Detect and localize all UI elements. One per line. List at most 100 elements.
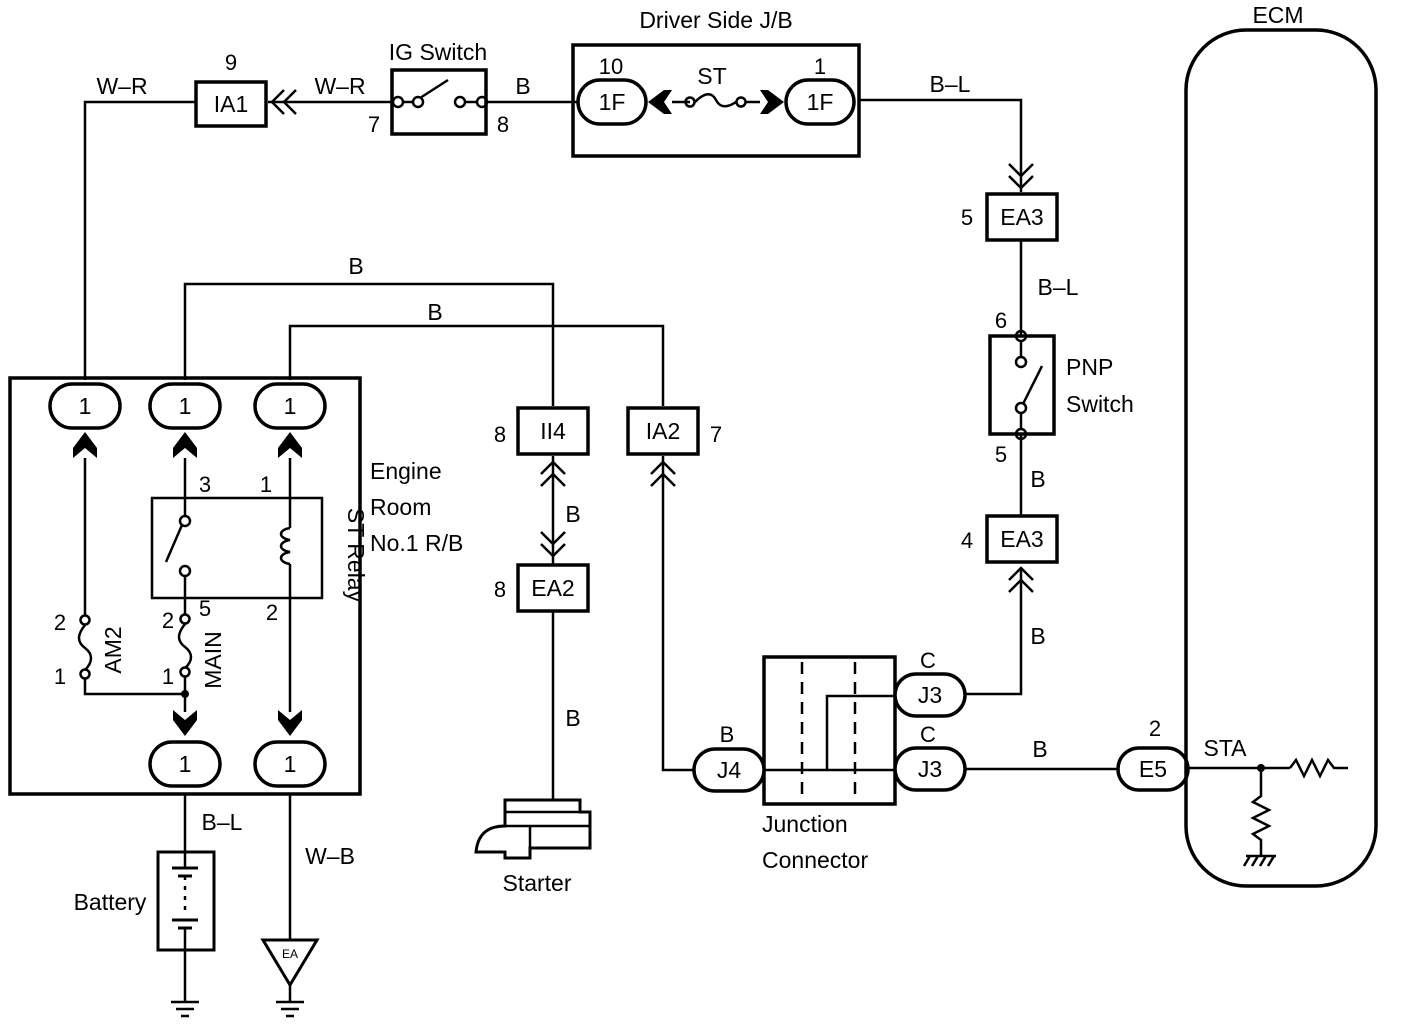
wire-ia2-j4: [661, 456, 695, 772]
rb-arrow-2-icon: [173, 432, 197, 458]
driver-jb-title: Driver Side J/B: [639, 7, 792, 33]
rb-arrow-3-icon: [278, 432, 302, 458]
pin-jb-right: 1: [814, 54, 826, 79]
svg-text:EA3: EA3: [1000, 526, 1043, 552]
ia2-double-arrow-icon: [650, 460, 676, 487]
connector-rb-top-3: [253, 382, 327, 430]
connector-ia1-group: IA1 9: [194, 50, 297, 128]
label-bl-battery: B–L: [202, 809, 243, 835]
starter-icon: [474, 798, 592, 860]
connector-1f-right: [784, 78, 856, 126]
svg-text:J3: J3: [918, 756, 942, 782]
engine-room-rb: Engine Room No.1 R/B 1 1 1 2 1 AM2 ST Re…: [8, 376, 463, 796]
svg-text:1F: 1F: [807, 89, 834, 115]
svg-text:EA2: EA2: [531, 575, 574, 601]
connector-rb-top-1: [48, 382, 122, 430]
ii4-double-arrow-icon: [540, 460, 566, 487]
ea3-top-double-arrow-icon: [1008, 163, 1034, 190]
ig-switch: IG Switch 7 8: [368, 39, 509, 137]
battery-ground-icon: [171, 1000, 199, 1018]
starter-label: Starter: [502, 870, 571, 896]
ecm-sta-label: STA: [1203, 735, 1247, 761]
pin-ig-out: 8: [497, 112, 509, 137]
label-b-ea3-j3: B: [1030, 623, 1045, 649]
junction-label-2: Connector: [762, 847, 868, 873]
label-b-j3-e5: B: [1032, 736, 1047, 762]
pin-ia2: 7: [710, 422, 722, 447]
ground-ea-label: EA: [282, 947, 298, 961]
pnp-contact-icon: [1021, 365, 1044, 405]
svg-text:II4: II4: [540, 418, 566, 444]
pin-j3-bot-c: C: [920, 722, 936, 747]
ecm-resistor-h-icon: [1289, 757, 1348, 779]
label-b-top-2: B: [427, 299, 442, 325]
svg-text:1: 1: [284, 751, 297, 777]
pin-ea2: 8: [494, 577, 506, 602]
svg-text:1: 1: [179, 393, 192, 419]
driver-side-jb: Driver Side J/B 10 1 1F 1F ST: [571, 7, 861, 158]
connector-1f-left: [576, 78, 648, 126]
label-bl-ea3-pnp: B–L: [1038, 274, 1079, 300]
battery: Battery B–L: [74, 809, 243, 1018]
junction-label-1: Junction: [762, 811, 848, 837]
starter: Starter: [474, 798, 592, 896]
pin-main-5: 5: [199, 596, 211, 621]
connector-ea2: [516, 563, 590, 613]
wire-wr-left: [83, 100, 196, 380]
rb-arrow-1-icon: [73, 432, 97, 458]
wire-b-top-1: [183, 282, 555, 406]
connector-ea3-bottom: [985, 514, 1059, 564]
connector-j4: [692, 747, 766, 793]
pin-e5: 2: [1149, 716, 1161, 741]
fuse-st-icon: [694, 93, 737, 108]
svg-text:J3: J3: [918, 682, 942, 708]
jb-right-arrow-icon: [760, 90, 784, 114]
junction-bus-icon: [764, 694, 895, 772]
connector-ea3-top-group: EA3 5: [961, 163, 1059, 242]
svg-text:IA2: IA2: [646, 418, 681, 444]
ia1-double-arrow-icon: [270, 89, 297, 115]
engine-room-label-3: No.1 R/B: [370, 530, 463, 556]
pin-ia1: 9: [225, 50, 237, 75]
label-bl-jb-ea3: B–L: [930, 71, 971, 97]
connector-j3-top: [893, 672, 967, 718]
connector-e5-group: E5 2: [1116, 716, 1190, 792]
svg-text:J4: J4: [717, 757, 742, 783]
pin-ig-in: 7: [368, 112, 380, 137]
connector-ea3-top: [985, 192, 1059, 242]
pin-j4-b: B: [720, 722, 735, 747]
label-wr-left: W–R: [96, 73, 147, 99]
pnp-switch-label-2: Switch: [1066, 391, 1134, 417]
connector-j3-bottom: [893, 746, 967, 792]
ea-ground: W–B EA: [260, 843, 355, 1018]
fuse-am2-icon: [77, 624, 93, 671]
rb-arrow-down-1-icon: [173, 710, 197, 736]
pin-am2-bottom: 1: [54, 664, 66, 689]
label-b-pnp-ea3: B: [1030, 466, 1045, 492]
ig-switch-label: IG Switch: [389, 39, 487, 65]
fuse-am2-label: AM2: [100, 626, 126, 673]
svg-text:1: 1: [284, 393, 297, 419]
connector-ia1: [194, 80, 268, 128]
connector-ia2-group: IA2 7: [626, 406, 722, 487]
ecm-resistor-v-icon: [1250, 768, 1272, 856]
connector-ea2-group: EA2 8: [494, 531, 590, 613]
svg-text:E5: E5: [1139, 756, 1167, 782]
pin-jb-left: 10: [599, 54, 623, 79]
svg-text:1: 1: [179, 751, 192, 777]
engine-room-label-1: Engine: [370, 458, 442, 484]
fuse-main-label: MAIN: [200, 631, 226, 689]
ea3-bottom-double-arrow-icon: [1008, 566, 1034, 593]
pin-main-2: 2: [162, 608, 174, 633]
st-relay-box: [150, 496, 324, 600]
pin-main-1: 1: [162, 664, 174, 689]
pin-ea3-top: 5: [961, 205, 973, 230]
rb-arrow-down-2-icon: [278, 710, 302, 736]
relay-switch-contact-icon: [164, 524, 184, 563]
st-relay-label: ST Relay: [343, 508, 369, 603]
pnp-switch-label-1: PNP: [1066, 354, 1113, 380]
ecm-label: ECM: [1252, 2, 1303, 28]
pin-ii4: 8: [494, 422, 506, 447]
junction-dot-main: [181, 690, 189, 698]
pin-ea3-bottom: 4: [961, 528, 973, 553]
